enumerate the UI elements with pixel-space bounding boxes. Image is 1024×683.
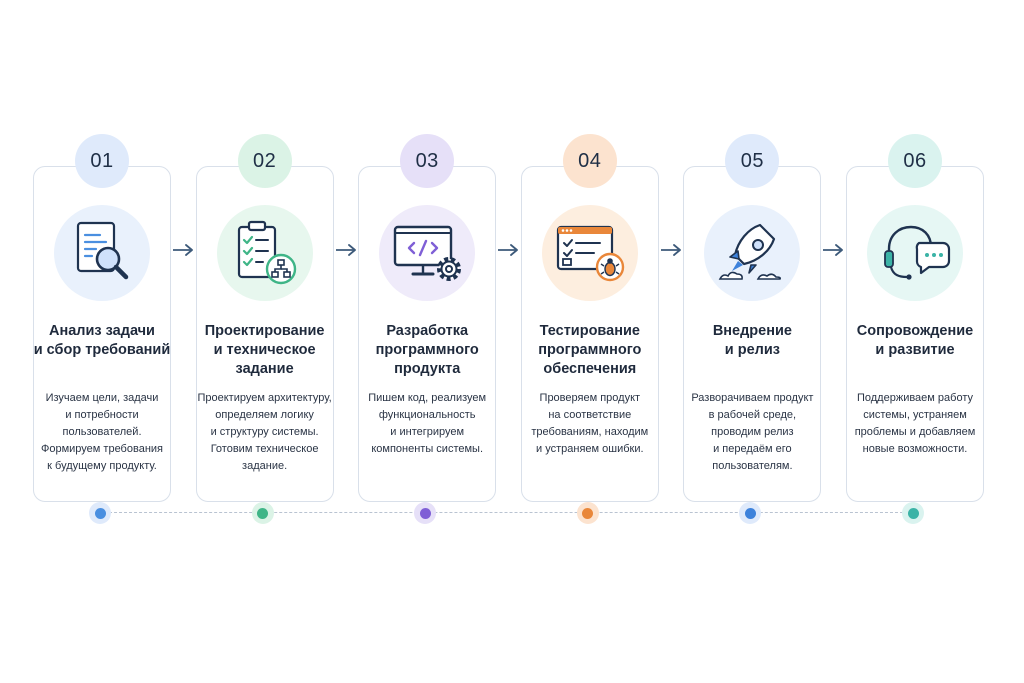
- step-title-line: и техническое: [213, 342, 316, 358]
- step-title-6: Сопровождение и развитие: [840, 322, 990, 360]
- code-monitor-gear-icon: [379, 205, 476, 301]
- step-description-3: Пишем код, реализуем функциональность и ин…: [354, 390, 500, 458]
- step-description-line: пользователей.: [62, 426, 142, 438]
- step-title-line: обеспечения: [543, 361, 637, 377]
- timeline-dot-core: [257, 507, 269, 519]
- step-title-5: Внедрение и релиз: [677, 322, 827, 360]
- timeline-dot-2: [251, 502, 274, 524]
- timeline-dot-core: [94, 507, 106, 519]
- step-description-line: и потребности: [65, 409, 139, 421]
- step-title-2: Проектирование и техническое задание: [190, 322, 340, 379]
- step-title-line: продукта: [394, 361, 461, 377]
- step-title-line: задание: [235, 361, 294, 377]
- step-description-line: в рабочей среде,: [708, 409, 797, 421]
- arrow-right-icon: [660, 243, 682, 257]
- step-description-line: и структуру системы.: [210, 426, 319, 438]
- step-description-line: определяем логику: [215, 409, 314, 421]
- step-title-4: Тестирование программного обеспечения: [515, 322, 665, 379]
- timeline-dot-core: [419, 507, 431, 519]
- step-description-line: Готовим техническое: [210, 443, 319, 455]
- timeline-dot-3: [414, 502, 437, 524]
- step-description-line: функциональность: [378, 409, 476, 421]
- timeline-dot-core: [907, 507, 919, 519]
- step-description-line: проводим релиз: [711, 426, 794, 438]
- timeline-dot-6: [902, 502, 924, 524]
- timeline-dot-4: [576, 502, 599, 524]
- step-title-3: Разработка программного продукта: [352, 322, 502, 379]
- step-description-line: Изучаем цели, задачи: [45, 392, 159, 404]
- step-description-line: и интегрируем: [390, 426, 465, 438]
- clipboard-structure-icon: [216, 205, 313, 301]
- step-title-line: и релиз: [724, 342, 780, 358]
- timeline-line: [104, 512, 918, 513]
- timeline-dot-core: [744, 507, 756, 519]
- step-number-badge-2: 02: [237, 134, 292, 188]
- step-description-line: Проверяем продукт: [539, 392, 641, 404]
- step-description-2: Проектируем архитектуру, определяем логик…: [192, 390, 338, 475]
- step-description-line: компоненты системы.: [371, 443, 484, 455]
- step-description-line: требованиям, находим: [531, 426, 649, 438]
- step-title-line: Сопровождение: [856, 323, 974, 339]
- step-number-badge-1: 01: [75, 134, 129, 188]
- step-description-line: задание.: [242, 460, 288, 472]
- step-description-line: Формируем требования: [41, 443, 163, 455]
- step-description-line: и передаём его: [713, 443, 792, 455]
- arrow-right-icon: [335, 243, 357, 257]
- step-title-line: Разработка: [386, 323, 469, 339]
- step-title-line: Проектирование: [204, 323, 325, 339]
- step-description-4: Проверяем продукт на соответствие требован…: [517, 390, 663, 458]
- arrow-right-icon: [822, 243, 844, 257]
- step-title-line: и сбор требований: [33, 342, 171, 358]
- step-description-line: Разворачиваем продукт: [691, 392, 814, 404]
- step-title-line: Внедрение: [712, 323, 792, 339]
- step-title-line: и развитие: [875, 342, 955, 358]
- step-number-badge-3: 03: [400, 134, 455, 188]
- step-description-5: Разворачиваем продукт в рабочей среде, про…: [679, 390, 825, 475]
- step-description-line: проблемы и добавляем: [854, 426, 976, 438]
- step-title-line: Анализ задачи: [49, 323, 155, 339]
- step-description-line: и устраняем ошибки.: [536, 443, 644, 455]
- step-description-line: новые возможности.: [862, 443, 968, 455]
- timeline-dot-core: [582, 507, 594, 519]
- step-title-line: программного: [538, 342, 642, 358]
- step-description-line: Проектируем архитектуру,: [197, 392, 332, 404]
- step-description-6: Поддерживаем работу системы, устраняем про…: [842, 390, 988, 458]
- arrow-right-icon: [497, 243, 519, 257]
- headset-chat-icon: [867, 205, 963, 301]
- arrow-right-icon: [172, 243, 194, 257]
- step-number-badge-6: 06: [888, 134, 942, 188]
- step-description-line: Пишем код, реализуем: [368, 392, 487, 404]
- step-description-line: Поддерживаем работу: [856, 392, 973, 404]
- step-number-badge-5: 05: [725, 134, 780, 188]
- timeline-dot-1: [89, 502, 111, 524]
- step-description-line: пользователям.: [712, 460, 793, 472]
- timeline-dot-5: [739, 502, 762, 524]
- step-description-line: к будущему продукту.: [47, 460, 157, 472]
- document-search-icon: [54, 205, 150, 301]
- test-bug-icon: [541, 205, 638, 301]
- rocket-icon: [704, 205, 801, 301]
- step-number-badge-4: 04: [562, 134, 617, 188]
- step-description-line: на соответствие: [548, 409, 632, 421]
- step-description-1: Изучаем цели, задачи и потребности пользов…: [29, 390, 175, 475]
- step-title-line: программного: [375, 342, 479, 358]
- step-description-line: системы, устраняем: [863, 409, 967, 421]
- step-title-1: Анализ задачи и сбор требований: [27, 322, 177, 360]
- step-title-line: Тестирование: [539, 323, 640, 339]
